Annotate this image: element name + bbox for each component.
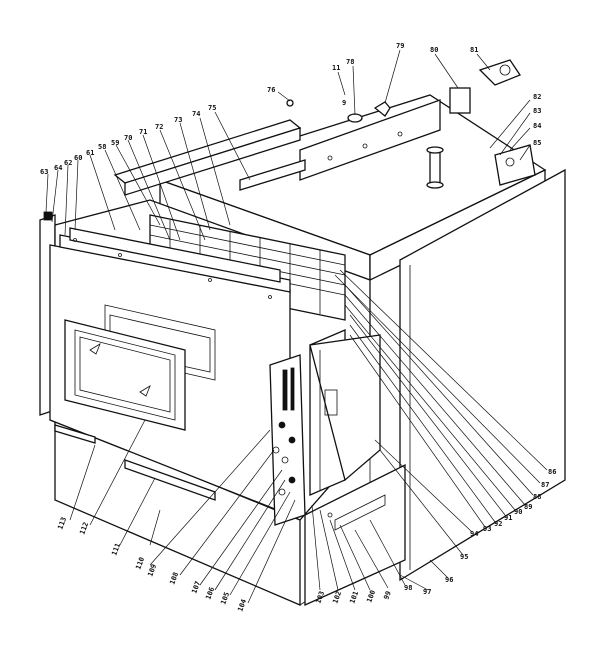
label-112: 112 <box>78 521 90 536</box>
label-109: 109 <box>146 563 158 578</box>
label-75: 75 <box>208 104 216 112</box>
label-92: 92 <box>494 520 502 528</box>
label-113: 113 <box>56 516 68 531</box>
label-58: 58 <box>98 143 106 151</box>
label-110: 110 <box>134 556 146 571</box>
label-105: 105 <box>219 591 231 606</box>
label-94: 94 <box>470 530 478 538</box>
label-76: 76 <box>267 86 275 94</box>
leader-lines-right <box>334 269 548 591</box>
label-100: 100 <box>365 589 377 604</box>
label-101: 101 <box>348 590 360 605</box>
label-63: 63 <box>40 168 48 176</box>
label-82: 82 <box>533 93 541 101</box>
labels-top: 11 78 79 80 81 76 9 82 83 84 85 75 74 73… <box>40 42 541 176</box>
label-111: 111 <box>110 542 122 557</box>
label-71: 71 <box>139 128 147 136</box>
label-96: 96 <box>445 576 453 584</box>
label-89: 89 <box>524 503 532 511</box>
label-98: 98 <box>404 584 412 592</box>
label-62: 62 <box>64 159 72 167</box>
label-99: 99 <box>382 590 392 601</box>
label-106: 106 <box>204 586 216 601</box>
label-83: 83 <box>533 107 541 115</box>
label-84: 84 <box>533 122 541 130</box>
leader-lines-top <box>45 49 531 241</box>
label-78: 78 <box>346 58 354 66</box>
top-small-parts <box>286 59 521 123</box>
label-73: 73 <box>174 116 182 124</box>
labels-bottom: 113 112 111 110 109 108 107 106 105 104 … <box>56 516 392 613</box>
thermostat-bracket <box>269 354 306 526</box>
bottom-trims <box>54 424 216 501</box>
label-95: 95 <box>460 553 468 561</box>
label-93: 93 <box>483 525 491 533</box>
label-91: 91 <box>504 514 512 522</box>
label-87: 87 <box>541 481 549 489</box>
gas-valve-pipe <box>426 146 444 189</box>
label-90: 90 <box>514 508 522 516</box>
label-80: 80 <box>430 46 438 54</box>
label-70: 70 <box>124 134 132 142</box>
label-107: 107 <box>190 580 202 595</box>
labels-right: 86 87 88 89 90 91 92 93 94 95 96 97 98 <box>404 468 556 596</box>
leader-lines-bottom <box>69 419 406 604</box>
label-86: 86 <box>548 468 556 476</box>
label-61: 61 <box>86 149 94 157</box>
label-74: 74 <box>192 110 200 118</box>
label-103: 103 <box>314 590 326 605</box>
rear-bracket <box>494 144 536 186</box>
control-housing <box>309 329 381 496</box>
label-85: 85 <box>533 139 541 147</box>
label-60: 60 <box>74 154 82 162</box>
label-59: 59 <box>111 139 119 147</box>
label-11: 11 <box>332 64 340 72</box>
label-79: 79 <box>396 42 404 50</box>
label-108: 108 <box>168 571 180 586</box>
label-104: 104 <box>236 598 248 613</box>
lower-panel <box>304 463 406 607</box>
label-88: 88 <box>533 493 541 501</box>
label-97: 97 <box>423 588 431 596</box>
label-72: 72 <box>155 123 163 131</box>
label-81: 81 <box>470 46 478 54</box>
label-9: 9 <box>342 99 346 107</box>
label-64: 64 <box>54 164 62 172</box>
label-102: 102 <box>331 590 343 605</box>
